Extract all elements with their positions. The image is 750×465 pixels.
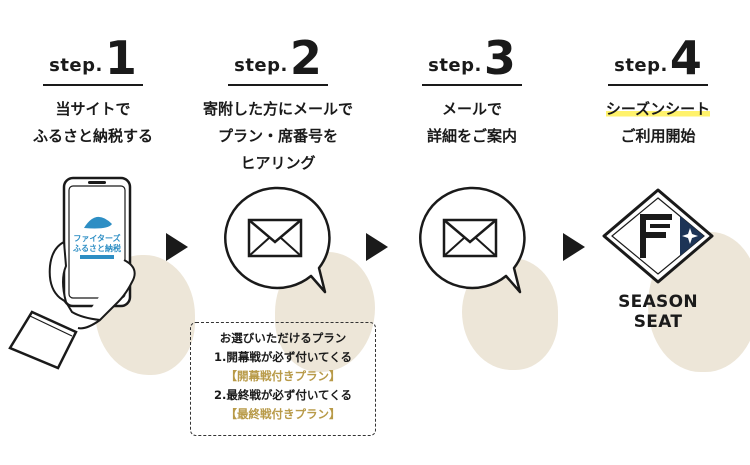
step-2-description: 寄附した方にメールで プラン・席番号を ヒアリング xyxy=(202,100,353,172)
step-number: 3 xyxy=(483,31,516,85)
plan-option-2: 2.最終戦が必ず付いてくる xyxy=(214,388,352,402)
plan-options-box: お選びいただけるプラン 1.開幕戦が必ず付いてくる 【開幕戦付きプラン】 2.最… xyxy=(190,322,376,436)
step-label: step. xyxy=(428,55,482,76)
step-3-heading: step. 3 xyxy=(382,31,562,85)
step-4-heading: step. 4 xyxy=(568,31,748,85)
step-label: step. xyxy=(234,55,288,76)
step-number: 1 xyxy=(104,31,137,85)
step-2-heading: step. 2 xyxy=(188,31,368,85)
phone-title-line2: ふるさと納税 xyxy=(73,243,121,253)
phone-title-line1: ファイターズ xyxy=(73,233,120,243)
season-seat-label: SEASON SEAT xyxy=(618,292,698,332)
step-number: 2 xyxy=(289,31,322,85)
step-underline xyxy=(422,84,522,86)
whale-icon xyxy=(84,216,112,229)
arrow-right-icon xyxy=(366,233,388,261)
step-underline xyxy=(228,84,328,86)
step-label: step. xyxy=(49,55,103,76)
arrow-right-icon xyxy=(166,233,188,261)
smartphone-hand-illustration: ファイターズ ふるさと納税 xyxy=(8,176,136,370)
arrow-right-icon xyxy=(563,233,585,261)
mail-bubble-icon xyxy=(419,186,526,294)
step-1-heading: step. 1 xyxy=(3,31,183,85)
plan-option-1: 1.開幕戦が必ず付いてくる xyxy=(214,350,352,364)
highlighted-text: シーズンシート xyxy=(605,100,711,118)
plan-option-2-name: 【最終戦付きプラン】 xyxy=(225,407,341,421)
step-label: step. xyxy=(614,55,668,76)
step-underline xyxy=(608,84,708,86)
step-number: 4 xyxy=(669,31,702,85)
plan-option-1-name: 【開幕戦付きプラン】 xyxy=(225,369,341,383)
step-underline xyxy=(43,84,143,86)
step-3-description: メールで 詳細をご案内 xyxy=(426,100,517,145)
step-3: step. 3 メールで 詳細をご案内 xyxy=(382,0,562,465)
step-1: step. 1 当サイトで ふるさと納税する xyxy=(3,0,183,465)
step-1-description: 当サイトで ふるさと納税する xyxy=(32,100,153,145)
star-icon xyxy=(682,228,698,244)
step-4-description: シーズンシート ご利用開始 xyxy=(605,100,711,145)
mail-bubble-icon xyxy=(224,186,331,294)
plans-heading: お選びいただけるプラン xyxy=(219,331,347,345)
step-2: step. 2 寄附した方にメールで プラン・席番号を ヒアリング xyxy=(188,0,368,465)
season-seat-logo xyxy=(602,188,714,284)
step-4: step. 4 シーズンシート ご利用開始 xyxy=(568,0,748,465)
